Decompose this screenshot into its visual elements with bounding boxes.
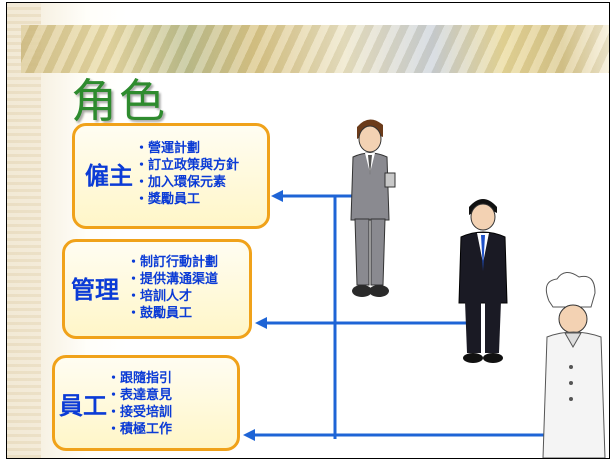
list-item: 訂立政策與方針 xyxy=(135,157,239,174)
role-box-staff: 員工 跟隨指引 表達意見 接受培訓 積極工作 xyxy=(52,355,240,451)
list-item: 獎勵員工 xyxy=(135,191,239,208)
list-item: 鼓勵員工 xyxy=(127,305,218,322)
role-box-management: 管理 制訂行動計劃 提供溝通渠道 培訓人才 鼓勵員工 xyxy=(62,239,252,339)
slide-title: 角色 xyxy=(71,74,167,128)
role-label: 僱主 xyxy=(85,162,133,190)
role-items: 跟隨指引 表達意見 接受培訓 積極工作 xyxy=(107,370,172,438)
list-item: 積極工作 xyxy=(107,421,172,438)
chef-figure xyxy=(542,272,606,458)
role-box-employer: 僱主 營運計劃 訂立政策與方針 加入環保元素 獎勵員工 xyxy=(72,123,270,229)
header-banner xyxy=(21,25,609,73)
manager-figure xyxy=(458,199,508,363)
list-item: 制訂行動計劃 xyxy=(127,254,218,271)
role-items: 制訂行動計劃 提供溝通渠道 培訓人才 鼓勵員工 xyxy=(127,254,218,322)
slide: 角色 僱主 營運計劃 訂立政策與方針 加入環保元素 獎勵員工 管理 制訂行動計劃… xyxy=(6,2,610,459)
list-item: 提供溝通渠道 xyxy=(127,271,218,288)
list-item: 營運計劃 xyxy=(135,140,239,157)
businessman-figure xyxy=(350,119,396,297)
role-label: 員工 xyxy=(59,392,107,420)
role-items: 營運計劃 訂立政策與方針 加入環保元素 獎勵員工 xyxy=(135,140,239,208)
list-item: 表達意見 xyxy=(107,387,172,404)
list-item: 加入環保元素 xyxy=(135,174,239,191)
list-item: 接受培訓 xyxy=(107,404,172,421)
role-label: 管理 xyxy=(71,276,119,304)
texture-strip xyxy=(7,3,41,458)
list-item: 培訓人才 xyxy=(127,288,218,305)
list-item: 跟隨指引 xyxy=(107,370,172,387)
